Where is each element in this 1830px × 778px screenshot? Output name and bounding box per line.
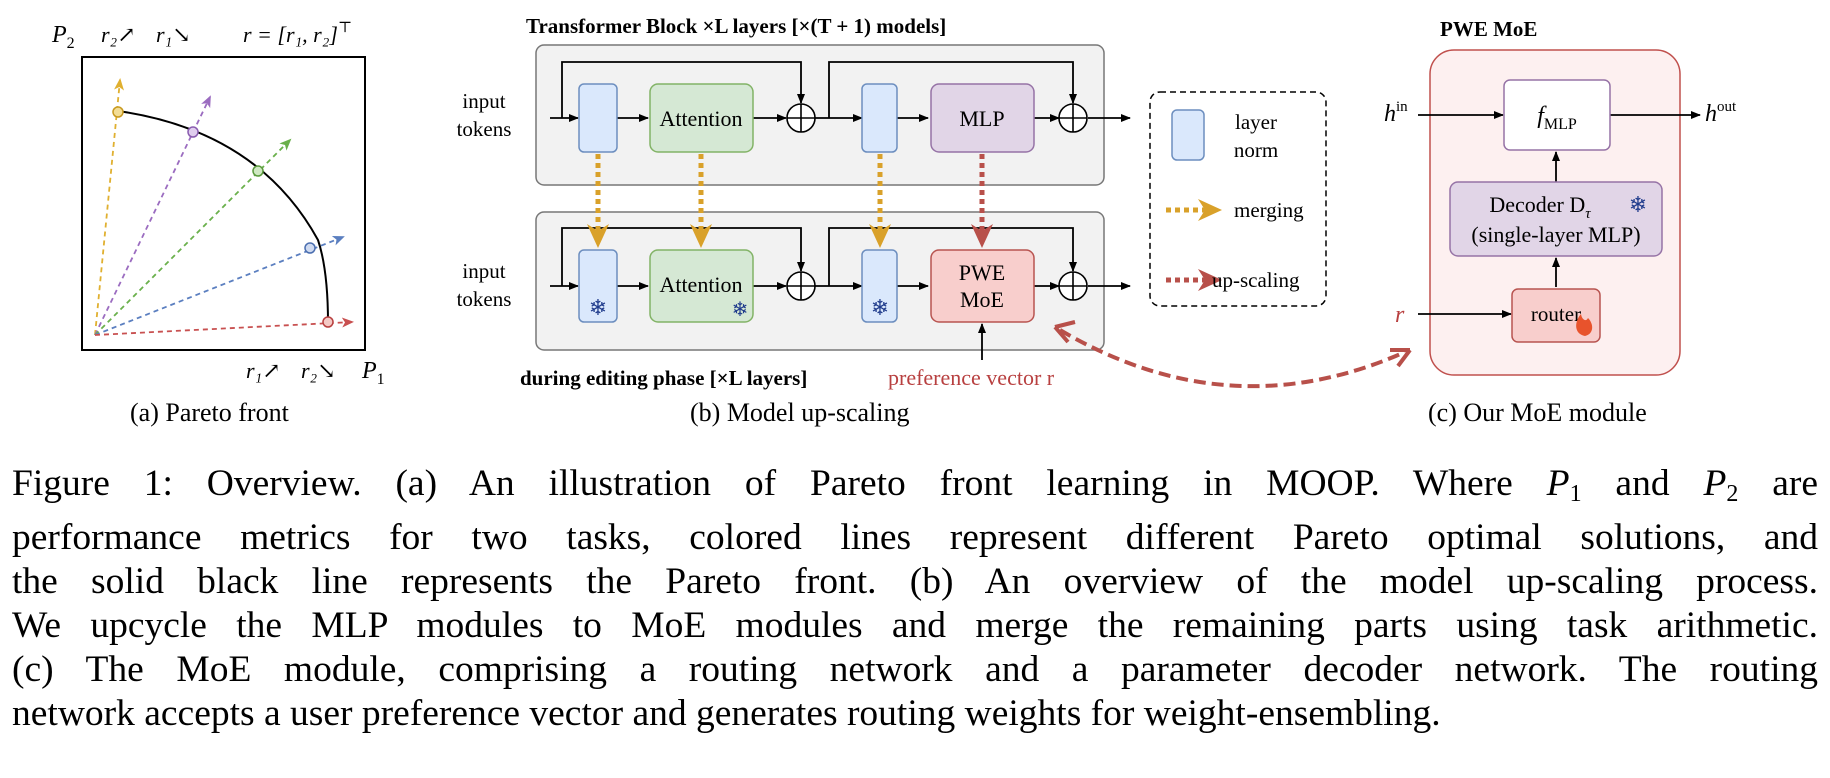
- label-bottom-r2: r₂↘: [301, 358, 336, 383]
- caption-line-5: (c) The MoE module, comprising a routing…: [12, 649, 1818, 690]
- pwe-moe-label-1: PWE: [959, 260, 1005, 285]
- caption-line-3: the solid black line represents the Pare…: [12, 561, 1818, 602]
- add-1-top-plus: [787, 104, 815, 132]
- caption-line-4: We upcycle the MLP modules to MoE module…: [12, 605, 1818, 646]
- point-yellow: [112, 106, 124, 118]
- subcaption-c: (c) Our MoE module: [1428, 398, 1647, 427]
- subcaption-b: (b) Model up-scaling: [690, 398, 910, 427]
- label-top-r1: r₁↘: [156, 22, 191, 47]
- input-tokens-top-2: tokens: [457, 117, 512, 141]
- point-green: [252, 165, 264, 177]
- router-label: router: [1531, 302, 1581, 326]
- residual-2-top: [828, 61, 1077, 118]
- bottom-block-title: during editing phase [×L layers]: [520, 366, 807, 390]
- caption-text: and: [1581, 463, 1704, 504]
- pwe-moe-bot: [930, 249, 1035, 323]
- caption-p1-sub: 1: [1569, 481, 1582, 507]
- add-1-bot-plus: [787, 272, 815, 300]
- caption-p1: P: [1546, 463, 1570, 504]
- connector-arrowhead-right: [1390, 348, 1412, 368]
- caption-p2: P: [1703, 463, 1727, 504]
- ray-yellow: [94, 78, 125, 336]
- attention-bot-label: Attention: [659, 272, 742, 297]
- attention-bot: [649, 249, 754, 323]
- h-out-label: hout: [1705, 99, 1737, 127]
- panel-a-pareto-front: P2 r₂↗ r₁↘ r = [r₁, r₂]⊤ r₁↗ r₂↘ P1: [51, 20, 385, 388]
- pareto-front-curve: [117, 110, 329, 324]
- layer-norm-2-top: [861, 83, 898, 153]
- caption-line-6: network accepts a user preference vector…: [12, 693, 1441, 734]
- label-bottom-r1: r₁↗: [246, 358, 281, 383]
- legend-upscaling-label: up-scaling: [1212, 268, 1300, 292]
- caption-text: are: [1738, 463, 1818, 504]
- point-blue: [304, 242, 316, 254]
- layer-norm-2-bot: [861, 249, 898, 323]
- input-tokens-top-1: input: [462, 89, 505, 113]
- legend-layer-norm-2: norm: [1234, 138, 1278, 162]
- caption-line-2: performance metrics for two tasks, color…: [12, 517, 1818, 558]
- decoder-box: [1449, 181, 1663, 257]
- residual-1-top: [561, 61, 805, 118]
- mlp-top-label: MLP: [959, 106, 1004, 131]
- input-tokens-bottom-2: tokens: [457, 287, 512, 311]
- snowflake-icon: ❄: [1629, 192, 1647, 217]
- decoder-label-2: (single-layer MLP): [1471, 222, 1640, 247]
- add-2-bot-plus: [1059, 272, 1087, 300]
- panel-c-moe-module: PWE MoE hin hout fMLP Decoder Dτ ❄ (sing…: [1384, 17, 1737, 376]
- decoder-label-1: Decoder Dτ: [1489, 192, 1591, 222]
- ray-red: [94, 317, 354, 336]
- legend-layer-norm-1: layer: [1235, 110, 1277, 134]
- attention-top-label: Attention: [659, 106, 742, 131]
- pwe-moe-label-2: MoE: [960, 287, 1004, 312]
- layer-norm-1-top: [578, 83, 618, 153]
- label-p2: P2: [51, 22, 75, 52]
- overview-figure: P2 r₂↗ r₁↘ r = [r₁, r₂]⊤ r₁↗ r₂↘ P1 Tran…: [51, 14, 1737, 390]
- input-tokens-bottom-1: input: [462, 259, 505, 283]
- label-r-vector: r = [r₁, r₂]⊤: [243, 20, 352, 47]
- panel-b-model-upscaling: Transformer Block ×L layers [×(T + 1) mo…: [457, 14, 1327, 390]
- snowflake-icon: ❄: [589, 295, 607, 320]
- plot-frame: [81, 56, 366, 351]
- legend-layer-norm-swatch: [1171, 109, 1205, 161]
- connector-arrowhead-left: [1053, 320, 1076, 344]
- h-in-label: hin: [1384, 99, 1408, 127]
- caption-line-1: Figure 1: Overview. (a) An illustration …: [12, 462, 1818, 516]
- add-2-top-plus: [1059, 104, 1087, 132]
- snowflake-icon: ❄: [732, 299, 749, 321]
- legend-merging-label: merging: [1234, 198, 1304, 222]
- f-mlp-box: [1503, 79, 1611, 151]
- point-purple: [187, 126, 199, 138]
- residual-1-bot: [561, 227, 805, 286]
- residual-2-bot: [828, 227, 1077, 286]
- figure-caption: Figure 1: Overview. (a) An illustration …: [12, 462, 1818, 736]
- layer-norm-1-bot: [578, 249, 618, 323]
- subcaption-a: (a) Pareto front: [130, 398, 289, 427]
- label-top-r2: r₂↗: [101, 22, 136, 47]
- attention-top: [649, 83, 754, 153]
- fire-icon: [1576, 314, 1593, 336]
- caption-text: Figure 1: Overview. (a) An illustration …: [12, 463, 1547, 504]
- label-p1: P1: [361, 358, 385, 388]
- point-red: [322, 316, 334, 328]
- snowflake-icon: ❄: [871, 295, 889, 320]
- mlp-top: [930, 83, 1035, 153]
- pwe-moe-title: PWE MoE: [1440, 17, 1537, 41]
- preference-vector-label: preference vector r: [888, 365, 1055, 390]
- connector-dashed-curve: [1058, 328, 1406, 389]
- r-label: r: [1395, 302, 1405, 328]
- f-mlp-label: fMLP: [1537, 103, 1577, 133]
- top-block-title: Transformer Block ×L layers [×(T + 1) mo…: [526, 14, 946, 38]
- caption-p2-sub: 2: [1726, 481, 1739, 507]
